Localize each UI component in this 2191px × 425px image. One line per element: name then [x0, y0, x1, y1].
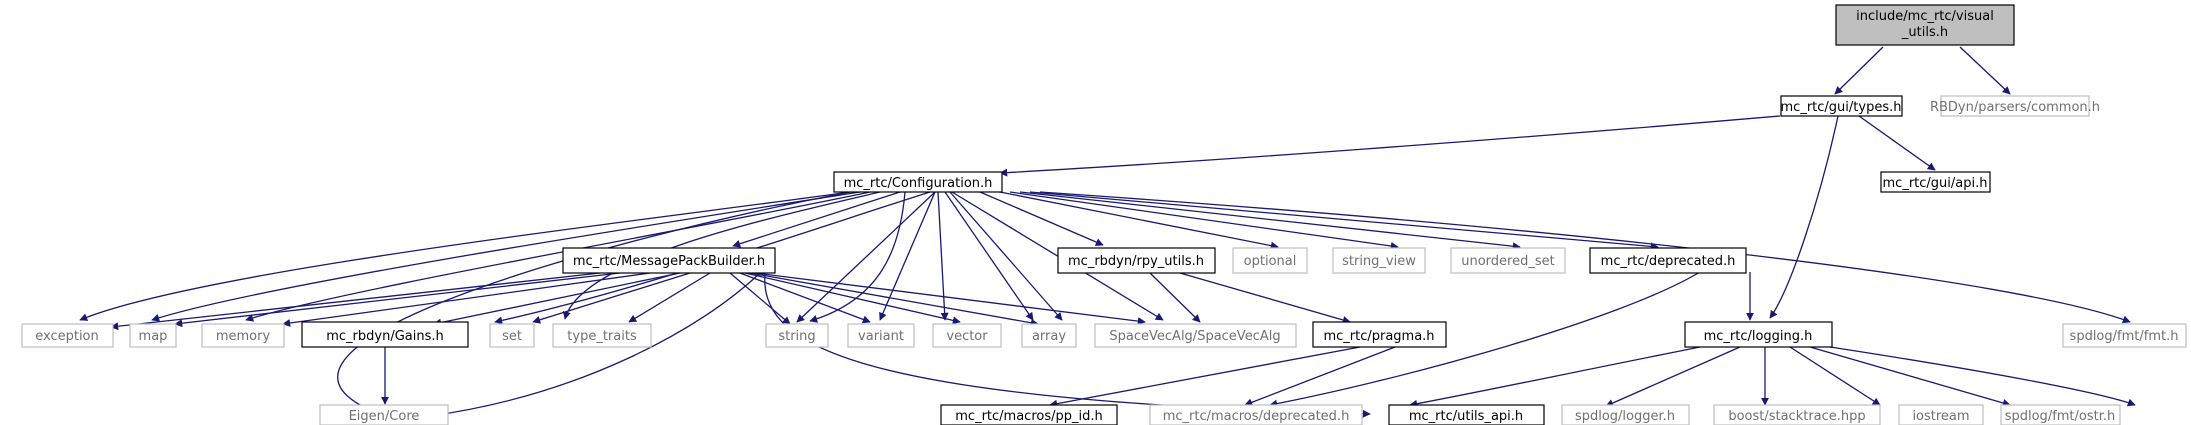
svg-text:string: string [778, 329, 815, 344]
svg-text:spdlog/fmt/fmt.h: spdlog/fmt/fmt.h [2070, 329, 2179, 344]
svg-text:array: array [1032, 329, 1066, 344]
svg-text:RBDyn/parsers/common.h: RBDyn/parsers/common.h [1930, 100, 2100, 115]
svg-text:Eigen/Core: Eigen/Core [349, 409, 420, 424]
svg-text:mc_rtc/macros/deprecated.h: mc_rtc/macros/deprecated.h [1163, 409, 1350, 424]
node-type-traits[interactable]: type_traits [552, 323, 652, 348]
node-spdlog-ostr[interactable]: spdlog/fmt/ostr.h [2000, 404, 2121, 425]
node-string-view[interactable]: string_view [1332, 247, 1426, 274]
node-pragma[interactable]: mc_rtc/pragma.h [1312, 321, 1447, 348]
svg-text:spdlog/fmt/ostr.h: spdlog/fmt/ostr.h [2005, 409, 2116, 424]
svg-text:mc_rtc/gui/types.h: mc_rtc/gui/types.h [1781, 100, 1902, 115]
node-map[interactable]: map [129, 323, 177, 348]
node-deprecated[interactable]: mc_rtc/deprecated.h [1589, 247, 1747, 274]
svg-text:optional: optional [1244, 254, 1297, 269]
node-vector[interactable]: vector [932, 323, 1002, 348]
node-iostream[interactable]: iostream [1898, 404, 1984, 425]
node-exception[interactable]: exception [21, 323, 114, 348]
node-logging[interactable]: mc_rtc/logging.h [1684, 321, 1833, 348]
svg-text:iostream: iostream [1912, 409, 1969, 424]
svg-text:mc_rtc/macros/pp_id.h: mc_rtc/macros/pp_id.h [955, 409, 1102, 424]
node-memory[interactable]: memory [201, 323, 285, 348]
node-variant[interactable]: variant [847, 323, 915, 348]
node-eigen-core[interactable]: Eigen/Core [319, 404, 449, 425]
node-unordered-set[interactable]: unordered_set [1450, 247, 1566, 274]
svg-text:mc_rtc/pragma.h: mc_rtc/pragma.h [1323, 329, 1434, 344]
node-set[interactable]: set [489, 323, 535, 348]
svg-text:spdlog/logger.h: spdlog/logger.h [1575, 409, 1675, 424]
svg-text:unordered_set: unordered_set [1461, 254, 1554, 269]
node-root-label-line1: include/mc_rtc/visual [1856, 9, 1994, 24]
node-spacevecalg[interactable]: SpaceVecAlg/SpaceVecAlg [1094, 323, 1297, 348]
svg-text:SpaceVecAlg/SpaceVecAlg: SpaceVecAlg/SpaceVecAlg [1109, 329, 1280, 344]
svg-text:memory: memory [216, 329, 271, 344]
node-array[interactable]: array [1021, 323, 1077, 348]
svg-text:set: set [502, 329, 522, 344]
node-root-label-line2: _utils.h [1901, 25, 1948, 40]
node-macros-deprecated[interactable]: mc_rtc/macros/deprecated.h [1149, 404, 1363, 425]
svg-text:mc_rtc/deprecated.h: mc_rtc/deprecated.h [1601, 254, 1736, 269]
svg-text:mc_rbdyn/Gains.h: mc_rbdyn/Gains.h [326, 329, 444, 344]
node-spdlog-fmt[interactable]: spdlog/fmt/fmt.h [2062, 323, 2187, 348]
node-gains[interactable]: mc_rbdyn/Gains.h [301, 321, 469, 348]
node-root-file[interactable]: include/mc_rtc/visual _utils.h [1835, 4, 2015, 46]
node-rbdyn-parsers-common[interactable]: RBDyn/parsers/common.h [1930, 95, 2100, 117]
svg-text:variant: variant [858, 329, 904, 344]
node-utils-api[interactable]: mc_rtc/utils_api.h [1388, 404, 1545, 425]
svg-text:boost/stacktrace.hpp: boost/stacktrace.hpp [1728, 409, 1865, 424]
svg-text:mc_rtc/logging.h: mc_rtc/logging.h [1704, 329, 1813, 344]
svg-text:mc_rbdyn/rpy_utils.h: mc_rbdyn/rpy_utils.h [1068, 254, 1204, 269]
dependency-nodes: include/mc_rtc/visual _utils.h mc_rtc/gu… [21, 4, 2187, 425]
svg-text:mc_rtc/utils_api.h: mc_rtc/utils_api.h [1409, 409, 1523, 424]
svg-text:map: map [139, 329, 168, 344]
node-gui-api[interactable]: mc_rtc/gui/api.h [1880, 171, 1991, 193]
node-gui-types[interactable]: mc_rtc/gui/types.h [1780, 95, 1903, 117]
node-optional[interactable]: optional [1232, 247, 1308, 274]
node-pp-id[interactable]: mc_rtc/macros/pp_id.h [940, 404, 1118, 425]
node-configuration[interactable]: mc_rtc/Configuration.h [833, 171, 1003, 193]
svg-text:string_view: string_view [1342, 254, 1416, 269]
svg-text:mc_rtc/gui/api.h: mc_rtc/gui/api.h [1883, 176, 1988, 191]
svg-text:type_traits: type_traits [567, 329, 637, 344]
svg-text:mc_rtc/Configuration.h: mc_rtc/Configuration.h [844, 176, 993, 191]
node-spdlog-logger[interactable]: spdlog/logger.h [1561, 404, 1690, 425]
node-string[interactable]: string [765, 323, 829, 348]
svg-text:exception: exception [35, 329, 99, 344]
node-boost-stacktrace[interactable]: boost/stacktrace.hpp [1713, 404, 1881, 425]
node-message-pack-builder[interactable]: mc_rtc/MessagePackBuilder.h [562, 247, 776, 274]
svg-text:mc_rtc/MessagePackBuilder.h: mc_rtc/MessagePackBuilder.h [573, 254, 765, 269]
node-rpy-utils[interactable]: mc_rbdyn/rpy_utils.h [1057, 247, 1216, 274]
svg-text:vector: vector [946, 329, 988, 344]
